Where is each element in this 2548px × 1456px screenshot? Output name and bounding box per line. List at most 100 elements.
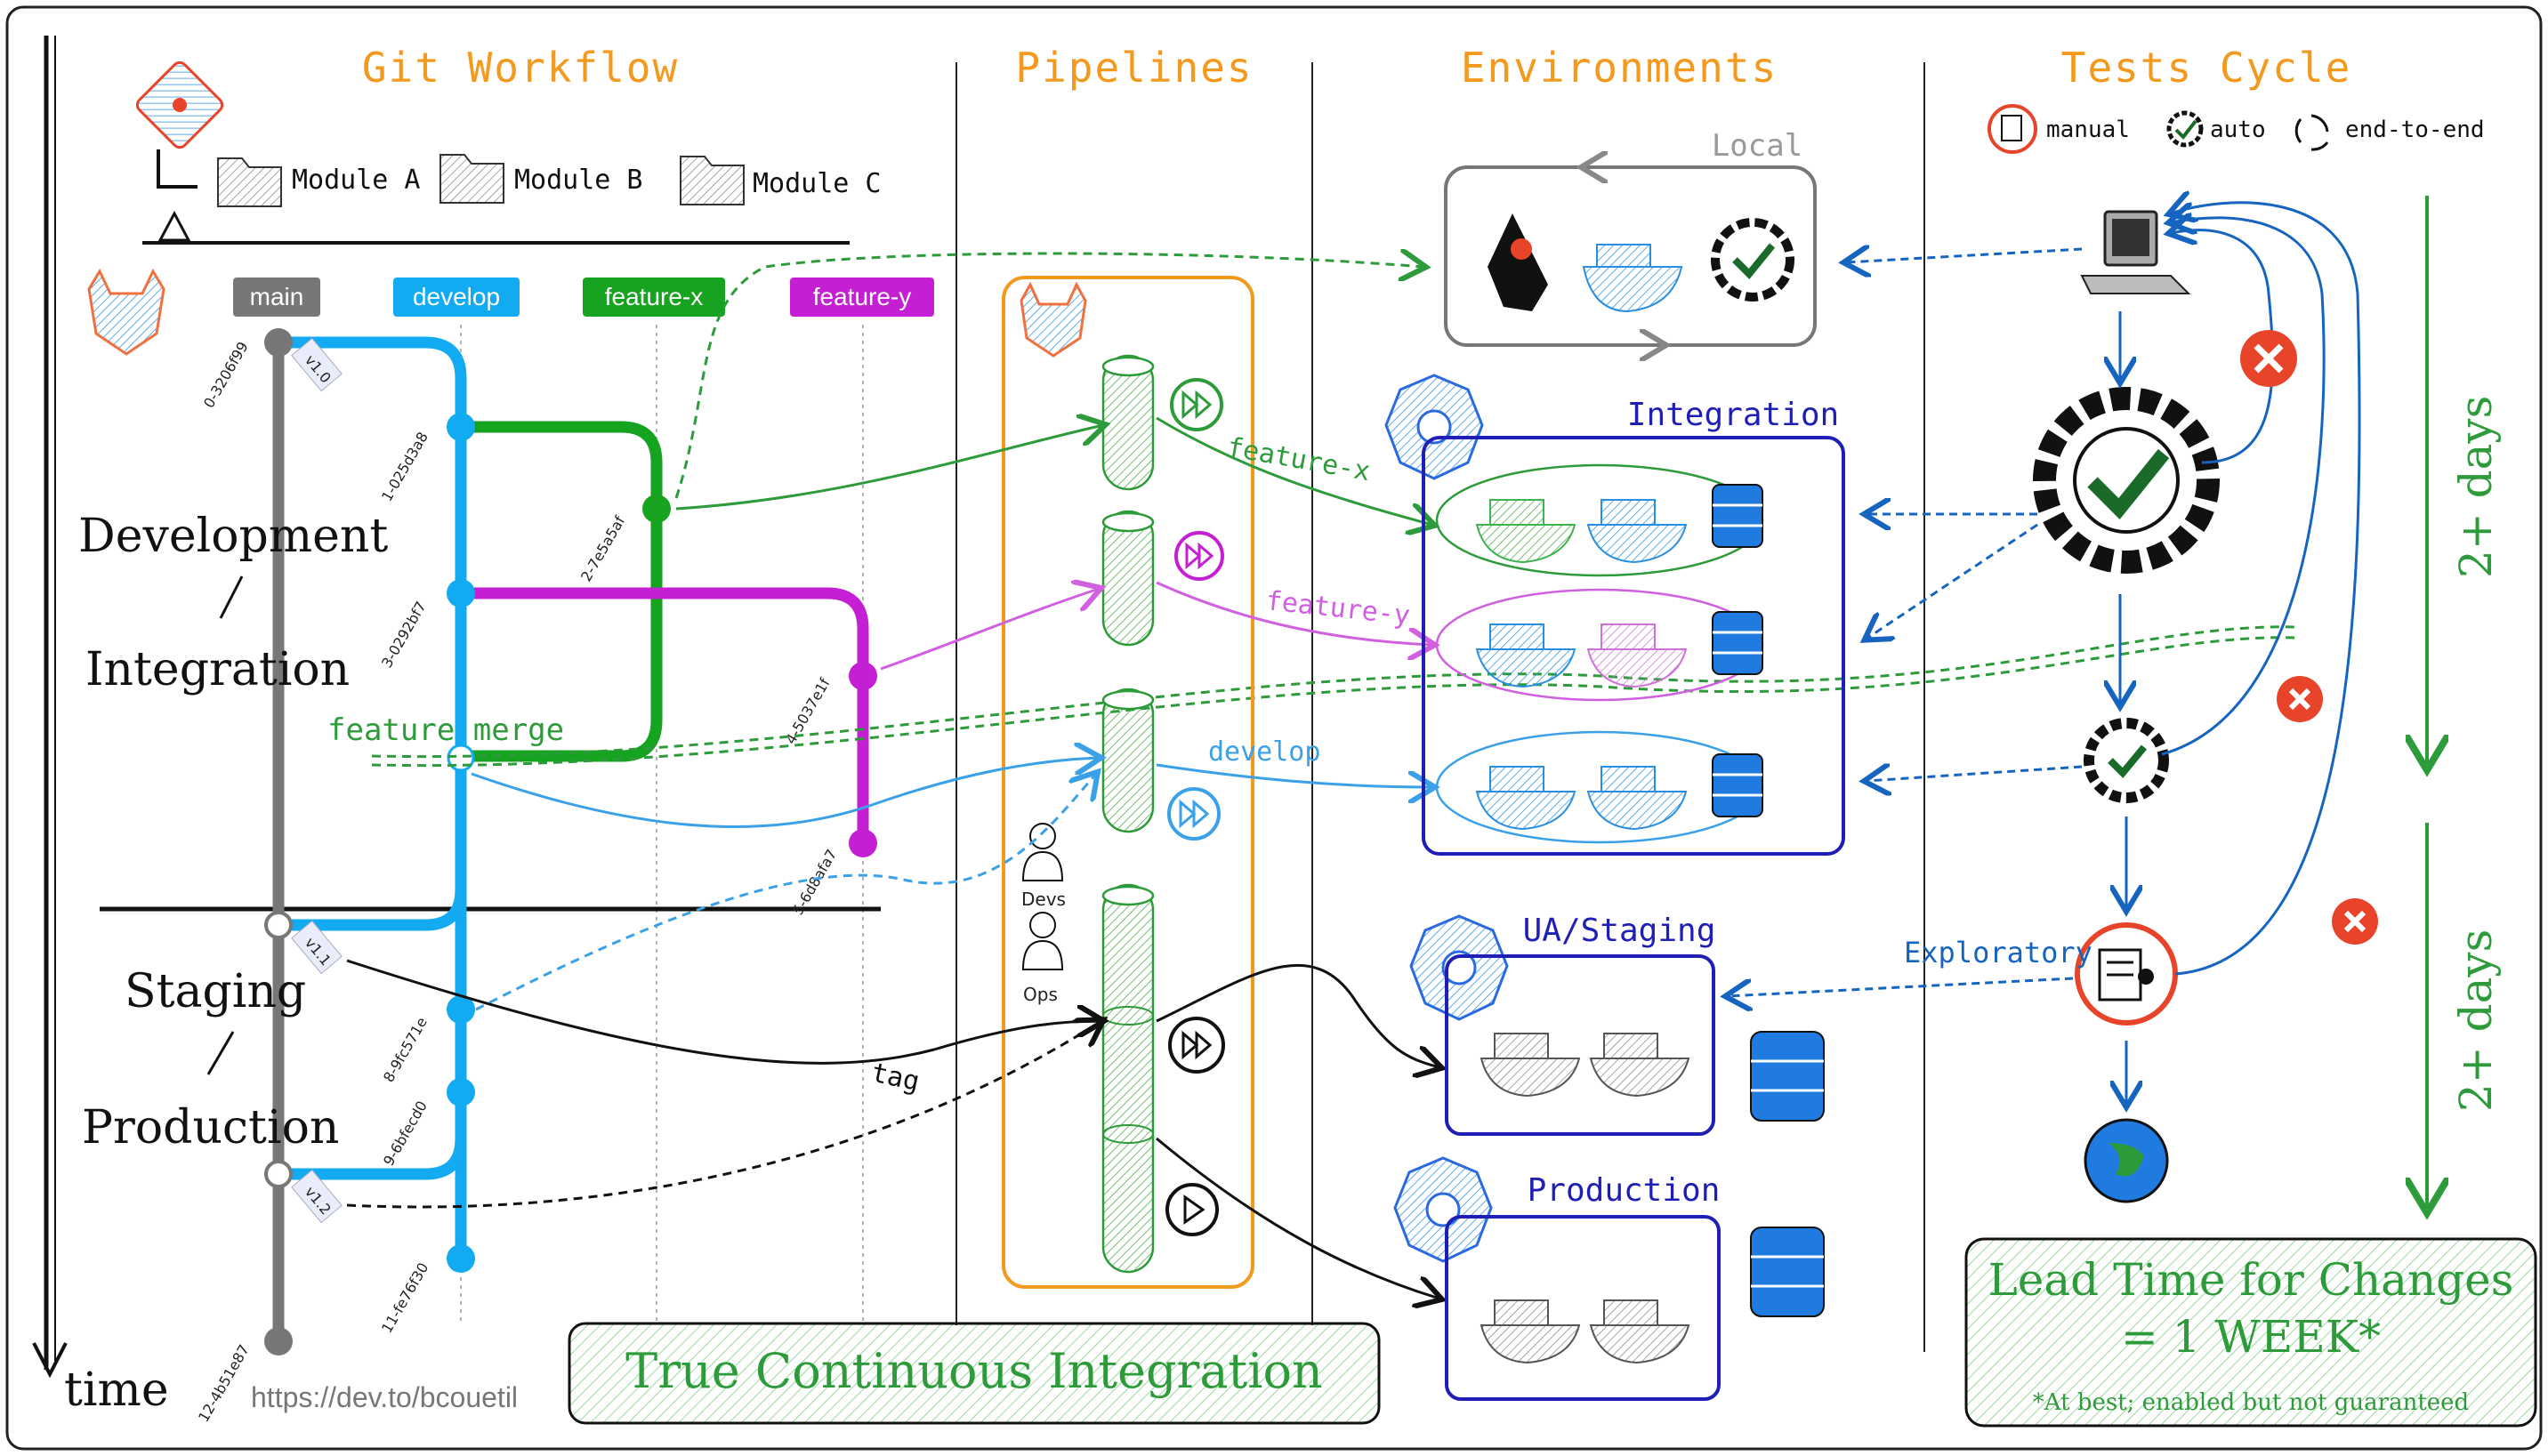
arrow-feature-x-to-pipeline [675,425,1103,511]
develop-flow-label: develop [1208,736,1320,768]
database-icon [1750,1227,1825,1317]
fail-icon [2240,330,2297,387]
environments-title: Environments [1461,44,1778,92]
commit-hash: 9-6bfecd0 [380,1098,431,1169]
docker-icon [1475,499,1576,564]
devs-icon [1021,823,1064,881]
arrow-tests-to-integration [1867,767,2083,781]
stage-production: Production [82,1101,339,1154]
commit-nodes [264,328,877,1355]
lead-time-line1: Lead Time for Changes [1988,1254,2514,1306]
arrow-pipeline-to-production [1156,1137,1439,1299]
stage-staging: Staging [125,965,306,1018]
fast-forward-icon [1170,378,1223,431]
manual-test-large-icon [2075,922,2178,1026]
arrow-pipeline-to-staging [1156,963,1439,1067]
docker-icon [1586,499,1688,564]
folder-icon [217,157,282,207]
feature-merge-label: feature merge [327,712,564,748]
branch-develop-tag: develop [393,278,520,317]
commit-hash: 0-3206f99 [200,339,252,411]
env-integration-title: Integration [1627,397,1839,433]
module-c-label: Module C [753,168,882,199]
database-icon [1712,611,1763,675]
commit-hash: 8-9fc571e [380,1014,431,1085]
commit-hash: 1-025d3a8 [378,429,431,504]
module-b-label: Module B [514,165,643,196]
git-workflow-title: Git Workflow [362,44,679,92]
git-logo-icon [135,60,224,149]
database-icon [1712,484,1763,548]
feedback-loop [2171,203,2361,976]
legend-e2e: end-to-end [2345,117,2485,143]
stage-connector [219,575,244,619]
commit-hash: 12-4b51e87 [195,1341,253,1425]
check-gear-icon [1711,218,1794,302]
feature-merge-line [371,636,2296,768]
folder-icon [439,154,504,204]
docker-icon [1480,1033,1581,1098]
module-a-label: Module A [292,165,421,196]
svg-text:feature-x: feature-x [605,283,704,310]
stage-development: Development [78,510,388,563]
kubernetes-icon [1393,1156,1493,1263]
triangle-icon [157,210,191,242]
docker-icon [1586,623,1688,688]
globe-icon [2084,1118,2169,1203]
play-icon [1165,1183,1219,1236]
commit-hash: 3-0292bf7 [378,599,430,671]
feature-merge-line [371,625,2296,759]
kubernetes-icon [1384,374,1484,480]
arrow-tag-v1-1 [346,959,1101,1065]
svg-text:develop: develop [413,283,500,310]
pipelines-title: Pipelines [1015,44,1253,92]
commit-hash: 11-fe76f30 [378,1259,431,1336]
computer-icon [2080,210,2191,294]
docker-icon [1586,766,1688,831]
legend-manual: manual [2046,117,2130,143]
lead-time-line2: = 1 WEEK* [2121,1311,2381,1363]
source-url: https://dev.to/bcouetil [251,1381,518,1413]
stage-integration: Integration [85,643,350,696]
arrow-tests-to-local [1846,249,2083,262]
branch-feature-x-tag: feature-x [583,278,725,317]
docker-icon [1475,766,1576,831]
arrow-feature-y-to-pipeline [880,589,1099,671]
arrow-tests-to-integration [1867,523,2038,639]
database-icon [1750,1031,1825,1122]
commit-hash: 2-7e5a5af [577,513,628,584]
env-staging-title: UA/Staging [1523,913,1716,949]
pipelines-box [1002,276,1254,1289]
fast-forward-icon [1174,531,1224,581]
arrow-pipeline-to-integration [1156,416,1432,525]
java-duke-icon [1488,213,1548,311]
auto-test-gear-icon [2033,387,2220,574]
arrow-develop-to-pipeline [471,758,1099,829]
feedback-loop [2171,230,2274,464]
manual-test-icon [1988,104,2037,154]
tree-connector [157,149,198,189]
git-graph [272,336,869,1341]
tests-cycle-title: Tests Cycle [2061,44,2352,92]
database-icon [1712,753,1763,817]
stage-connector [206,1031,235,1075]
pipeline-release [1101,883,1155,1274]
folder-icon [680,156,745,205]
arrow-pipeline-to-integration [1156,581,1432,645]
feedback-loop [2161,218,2326,756]
fail-icon [2277,676,2323,722]
fast-forward-icon [1168,1017,1225,1074]
duration-label: 2+ days [2450,929,2502,1112]
ops-label: Ops [1023,984,1058,1005]
commit-hash: 4-5037e1f [782,675,834,747]
feature-x-flow-label: feature-x [1225,431,1373,487]
gitlab-icon [87,268,165,356]
fast-forward-icon [1167,787,1221,841]
duration-label: 2+ days [2450,396,2502,578]
ops-icon [1021,912,1064,970]
docker-icon [1582,244,1683,313]
lead-time-footnote: *At best; enabled but not guaranteed [2033,1389,2469,1416]
docker-icon [1589,1299,1690,1364]
arrow-develop-dashed [475,774,1096,1011]
